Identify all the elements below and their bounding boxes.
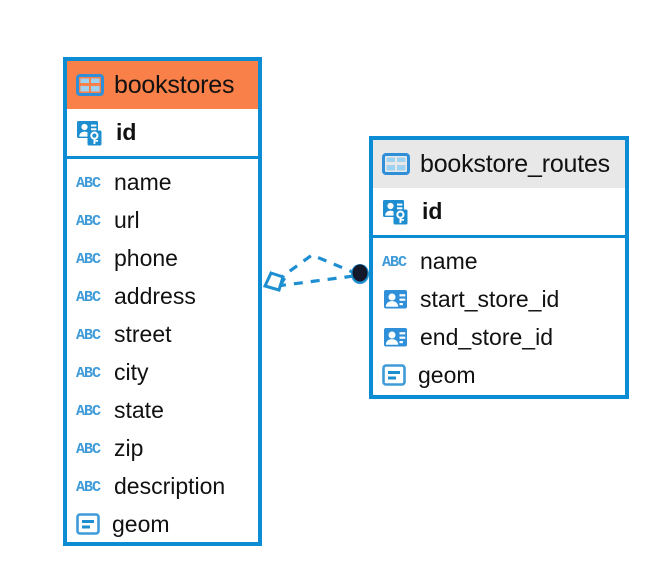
field-label-geom: geom <box>112 510 170 537</box>
field-label-zip: zip <box>114 434 144 461</box>
abc-text-icon: ABC <box>76 401 104 419</box>
field-row-end-store-id[interactable]: end_store_id <box>373 318 625 356</box>
geometry-icon <box>76 512 102 536</box>
abc-text-icon: ABC <box>76 173 104 191</box>
table-icon <box>76 71 104 99</box>
svg-text:ABC: ABC <box>76 365 101 381</box>
field-label-name: name <box>114 168 172 195</box>
field-label-id: id <box>422 198 443 224</box>
svg-text:ABC: ABC <box>76 175 101 191</box>
field-row-geom[interactable]: geom <box>67 505 258 543</box>
field-label-address: address <box>114 282 196 309</box>
field-label-start-store-id: start_store_id <box>420 285 560 312</box>
geometry-icon <box>382 363 408 387</box>
svg-text:ABC: ABC <box>76 289 101 305</box>
svg-text:ABC: ABC <box>76 213 101 229</box>
field-label-url: url <box>114 206 140 233</box>
field-row-url[interactable]: ABC url <box>67 201 258 239</box>
field-label-end-store-id: end_store_id <box>420 323 553 350</box>
field-label-description: description <box>114 472 226 499</box>
entity-bookstore-routes[interactable]: bookstore_routes <box>369 136 629 399</box>
field-label-street: street <box>114 320 172 347</box>
filled-circle-marker <box>351 264 369 284</box>
relationship-connector[interactable] <box>255 243 375 305</box>
field-row-state[interactable]: ABC state <box>67 391 258 429</box>
field-row-name[interactable]: ABC name <box>67 163 258 201</box>
field-row-id[interactable]: id <box>373 188 625 235</box>
entity-bookstores-pk-section: id <box>67 109 258 159</box>
abc-text-icon: ABC <box>76 325 104 343</box>
svg-text:ABC: ABC <box>382 254 407 270</box>
abc-text-icon: ABC <box>76 363 104 381</box>
field-row-street[interactable]: ABC street <box>67 315 258 353</box>
field-row-id[interactable]: id <box>67 109 258 156</box>
field-row-city[interactable]: ABC city <box>67 353 258 391</box>
field-row-address[interactable]: ABC address <box>67 277 258 315</box>
abc-text-icon: ABC <box>76 477 104 495</box>
abc-text-icon: ABC <box>382 252 410 270</box>
abc-text-icon: ABC <box>76 439 104 457</box>
field-row-description[interactable]: ABC description <box>67 467 258 505</box>
svg-text:ABC: ABC <box>76 327 101 343</box>
entity-bookstores[interactable]: bookstores id <box>63 57 262 546</box>
svg-text:ABC: ABC <box>76 479 101 495</box>
field-row-zip[interactable]: ABC zip <box>67 429 258 467</box>
entity-bookstores-title: bookstores <box>114 70 235 99</box>
primary-key-icon <box>76 118 106 148</box>
entity-bookstore-routes-title: bookstore_routes <box>420 149 610 178</box>
svg-text:ABC: ABC <box>76 441 101 457</box>
foreign-key-icon <box>382 323 410 351</box>
entity-bookstores-fields: ABC name ABC url ABC p <box>67 159 258 543</box>
entity-bookstore-routes-pk-section: id <box>373 188 625 238</box>
field-row-geom[interactable]: geom <box>373 356 625 394</box>
table-icon <box>382 150 410 178</box>
svg-text:ABC: ABC <box>76 403 101 419</box>
abc-text-icon: ABC <box>76 211 104 229</box>
entity-bookstore-routes-header[interactable]: bookstore_routes <box>373 140 625 188</box>
field-label-state: state <box>114 396 164 423</box>
entity-bookstore-routes-fields: ABC name start_store_id <box>373 238 625 394</box>
field-label-id: id <box>116 119 137 145</box>
field-label-name: name <box>420 247 478 274</box>
field-row-start-store-id[interactable]: start_store_id <box>373 280 625 318</box>
foreign-key-icon <box>382 285 410 313</box>
field-row-name[interactable]: ABC name <box>373 242 625 280</box>
entity-bookstores-header[interactable]: bookstores <box>67 61 258 109</box>
abc-text-icon: ABC <box>76 287 104 305</box>
field-label-city: city <box>114 358 149 385</box>
svg-text:ABC: ABC <box>76 251 101 267</box>
field-label-geom: geom <box>418 361 476 388</box>
abc-text-icon: ABC <box>76 249 104 267</box>
field-label-phone: phone <box>114 244 178 271</box>
primary-key-icon <box>382 197 412 227</box>
field-row-phone[interactable]: ABC phone <box>67 239 258 277</box>
diamond-marker <box>262 271 286 292</box>
